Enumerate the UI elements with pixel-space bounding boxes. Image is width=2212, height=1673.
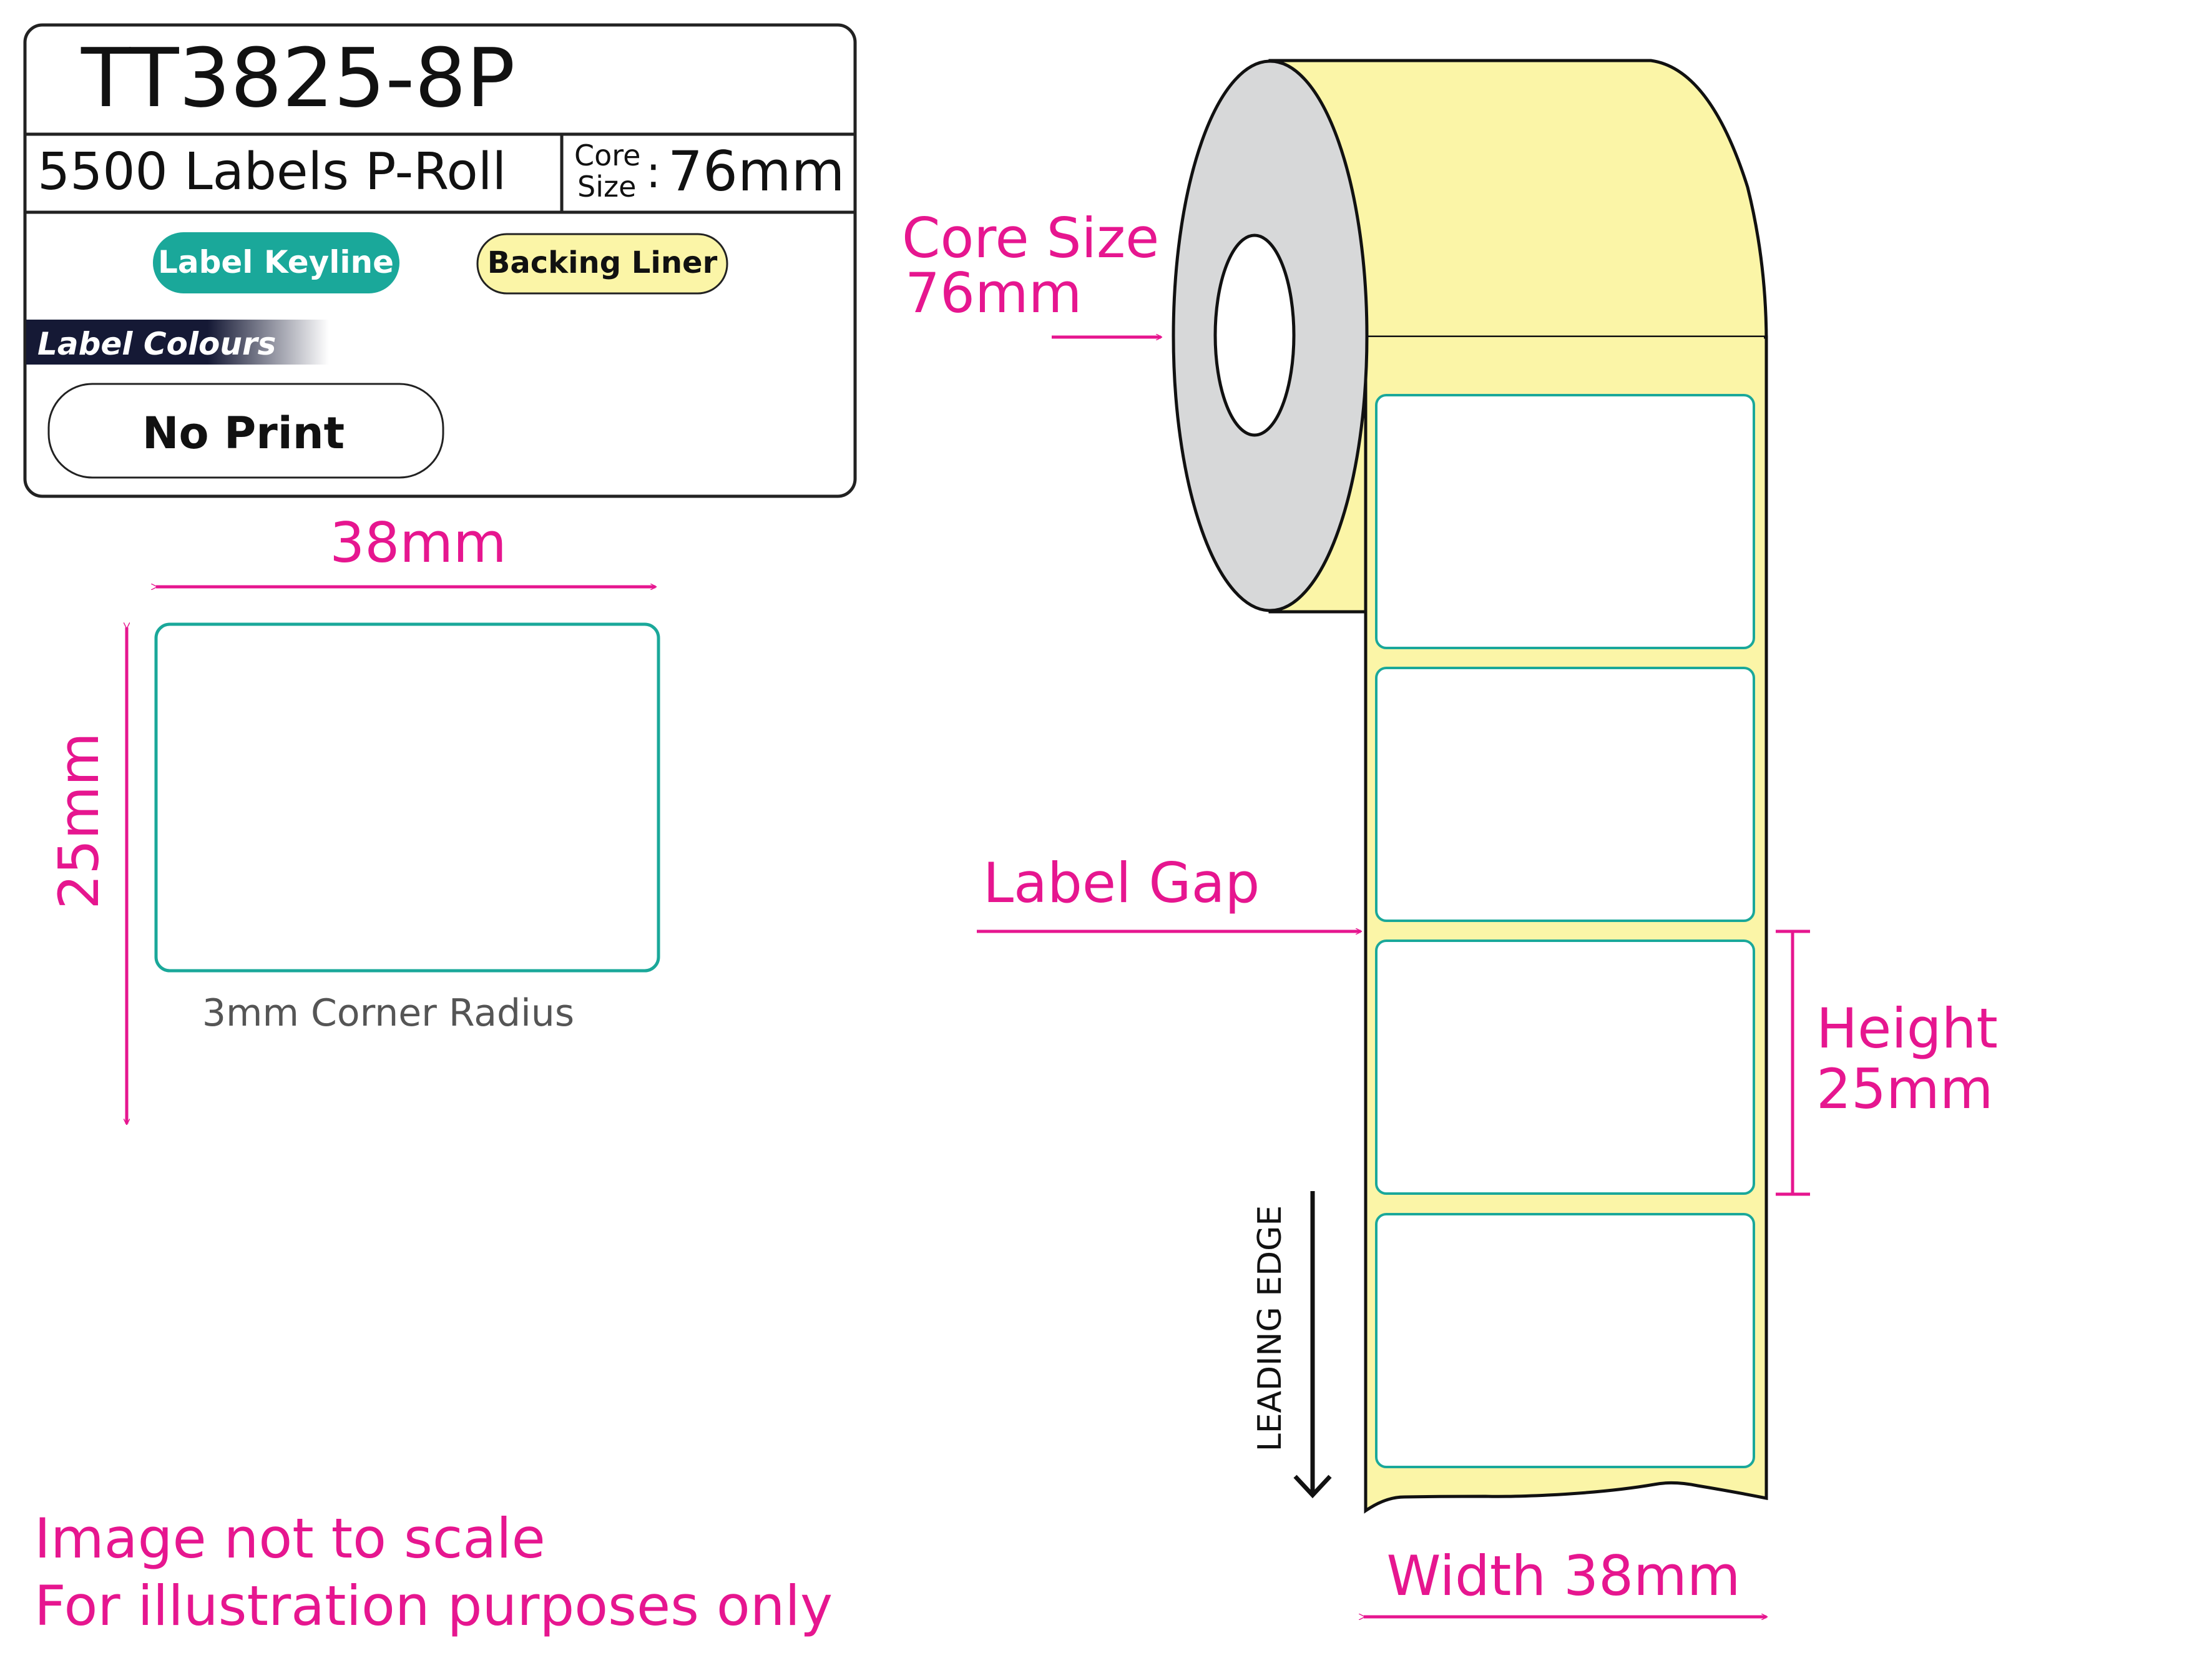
- leading-edge-label: LEADING EDGE: [1251, 1205, 1289, 1452]
- label-colours-heading-bar: [26, 320, 329, 365]
- core-label-line1: Core: [574, 139, 640, 172]
- label-height-dimension: 25mm: [47, 732, 111, 909]
- roll-label-3: [1375, 940, 1755, 1195]
- label-detail: 38mm 25mm 3mm Corner Radius: [47, 511, 660, 1124]
- print-option-pill: [47, 383, 444, 479]
- label-outline: [154, 622, 660, 973]
- core-colon: :: [646, 147, 661, 198]
- roll-width-dimension: Width 38mm: [1386, 1544, 1740, 1608]
- core-size-value: 76mm: [668, 139, 844, 204]
- roll-label-4: [1375, 1213, 1755, 1468]
- keyline-badge-shape: [153, 232, 399, 293]
- disclaimer: Image not to scale For illustration purp…: [34, 1506, 833, 1638]
- liner-badge: Backing Liner: [487, 245, 718, 280]
- core-size-label-line1: Core Size: [902, 206, 1159, 270]
- liner-badge-shape: [476, 233, 728, 295]
- labels-per-roll-text: Labels P-Roll: [184, 142, 506, 202]
- roll-height-line2: 25mm: [1816, 1057, 1993, 1121]
- core-label-line2: Size: [577, 170, 636, 204]
- disclaimer-line2: For illustration purposes only: [34, 1574, 833, 1638]
- corner-radius-note: 3mm Corner Radius: [202, 991, 574, 1035]
- info-panel-frame: [23, 23, 857, 498]
- label-width-dimension: 38mm: [330, 511, 506, 575]
- label-count: 5500: [37, 142, 168, 202]
- disclaimer-line1: Image not to scale: [34, 1506, 546, 1571]
- leading-edge-arrow-head: [1293, 1474, 1332, 1499]
- label-gap-label: Label Gap: [983, 851, 1260, 915]
- roll-label-1: [1375, 394, 1755, 649]
- keyline-badge: Label Keyline: [158, 244, 394, 280]
- roll-core-hole: [1213, 233, 1296, 437]
- core-size-label-line2: 76mm: [905, 261, 1082, 325]
- label-colours-heading: Label Colours: [37, 326, 276, 362]
- print-option: No Print: [142, 408, 345, 459]
- label-roll: Core Size 76mm Label Gap Height 25mm LEA…: [902, 59, 1998, 1617]
- roll-label-2: [1375, 667, 1755, 922]
- roll-height-line1: Height: [1816, 996, 1998, 1061]
- info-panel: TT3825-8P 5500 Labels P-Roll Core Size :…: [23, 23, 857, 498]
- product-code: TT3825-8P: [81, 31, 515, 125]
